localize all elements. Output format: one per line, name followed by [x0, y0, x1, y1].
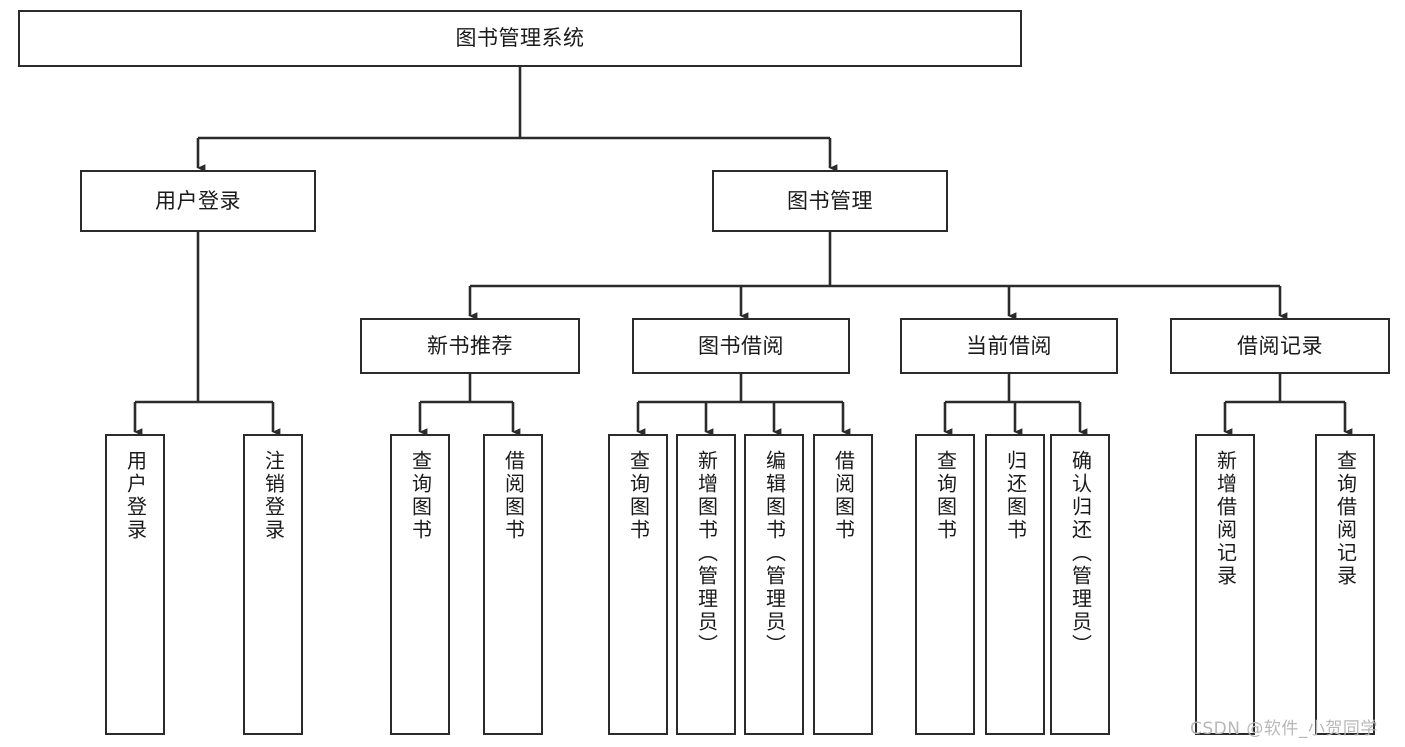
node-label: 借阅记录 [1237, 333, 1323, 358]
node-label: 图书管理系统 [455, 26, 585, 51]
node-label: 当前借阅 [966, 333, 1052, 358]
node-label: 编辑图书（管理员） [762, 450, 787, 657]
node-l3_3[interactable]: 借阅记录 [1170, 318, 1390, 374]
node-leaf_2[interactable]: 查询图书 [390, 434, 450, 735]
node-l3_1[interactable]: 图书借阅 [632, 318, 850, 374]
node-leaf_5[interactable]: 新增图书（管理员） [676, 434, 736, 735]
node-root[interactable]: 图书管理系统 [18, 10, 1022, 67]
node-label: 新书推荐 [427, 333, 513, 358]
node-label: 查询图书 [626, 450, 651, 542]
node-label: 用户登录 [123, 450, 148, 542]
node-leaf_12[interactable]: 查询借阅记录 [1315, 434, 1375, 735]
node-label: 归还图书 [1003, 450, 1028, 542]
node-label: 确认归还（管理员） [1068, 450, 1093, 657]
node-label: 查询图书 [933, 450, 958, 542]
node-leaf_4[interactable]: 查询图书 [608, 434, 668, 735]
node-label: 注销登录 [261, 450, 286, 542]
node-leaf_7[interactable]: 借阅图书 [813, 434, 873, 735]
node-label: 新增借阅记录 [1213, 450, 1238, 588]
node-label: 借阅图书 [831, 450, 856, 542]
node-l2_1[interactable]: 图书管理 [712, 170, 948, 232]
node-l3_2[interactable]: 当前借阅 [900, 318, 1118, 374]
node-leaf_9[interactable]: 归还图书 [985, 434, 1045, 735]
node-label: 查询图书 [408, 450, 433, 542]
node-leaf_6[interactable]: 编辑图书（管理员） [744, 434, 804, 735]
node-label: 借阅图书 [501, 450, 526, 542]
node-leaf_10[interactable]: 确认归还（管理员） [1050, 434, 1110, 735]
node-leaf_11[interactable]: 新增借阅记录 [1195, 434, 1255, 735]
node-leaf_1[interactable]: 注销登录 [243, 434, 303, 735]
node-leaf_8[interactable]: 查询图书 [915, 434, 975, 735]
node-label: 用户登录 [155, 188, 241, 213]
node-leaf_3[interactable]: 借阅图书 [483, 434, 543, 735]
node-label: 查询借阅记录 [1333, 450, 1358, 588]
node-label: 图书借阅 [698, 333, 784, 358]
node-l3_0[interactable]: 新书推荐 [360, 318, 580, 374]
node-leaf_0[interactable]: 用户登录 [105, 434, 165, 735]
node-label: 新增图书（管理员） [694, 450, 719, 657]
node-label: 图书管理 [787, 188, 873, 213]
node-l2_0[interactable]: 用户登录 [80, 170, 316, 232]
